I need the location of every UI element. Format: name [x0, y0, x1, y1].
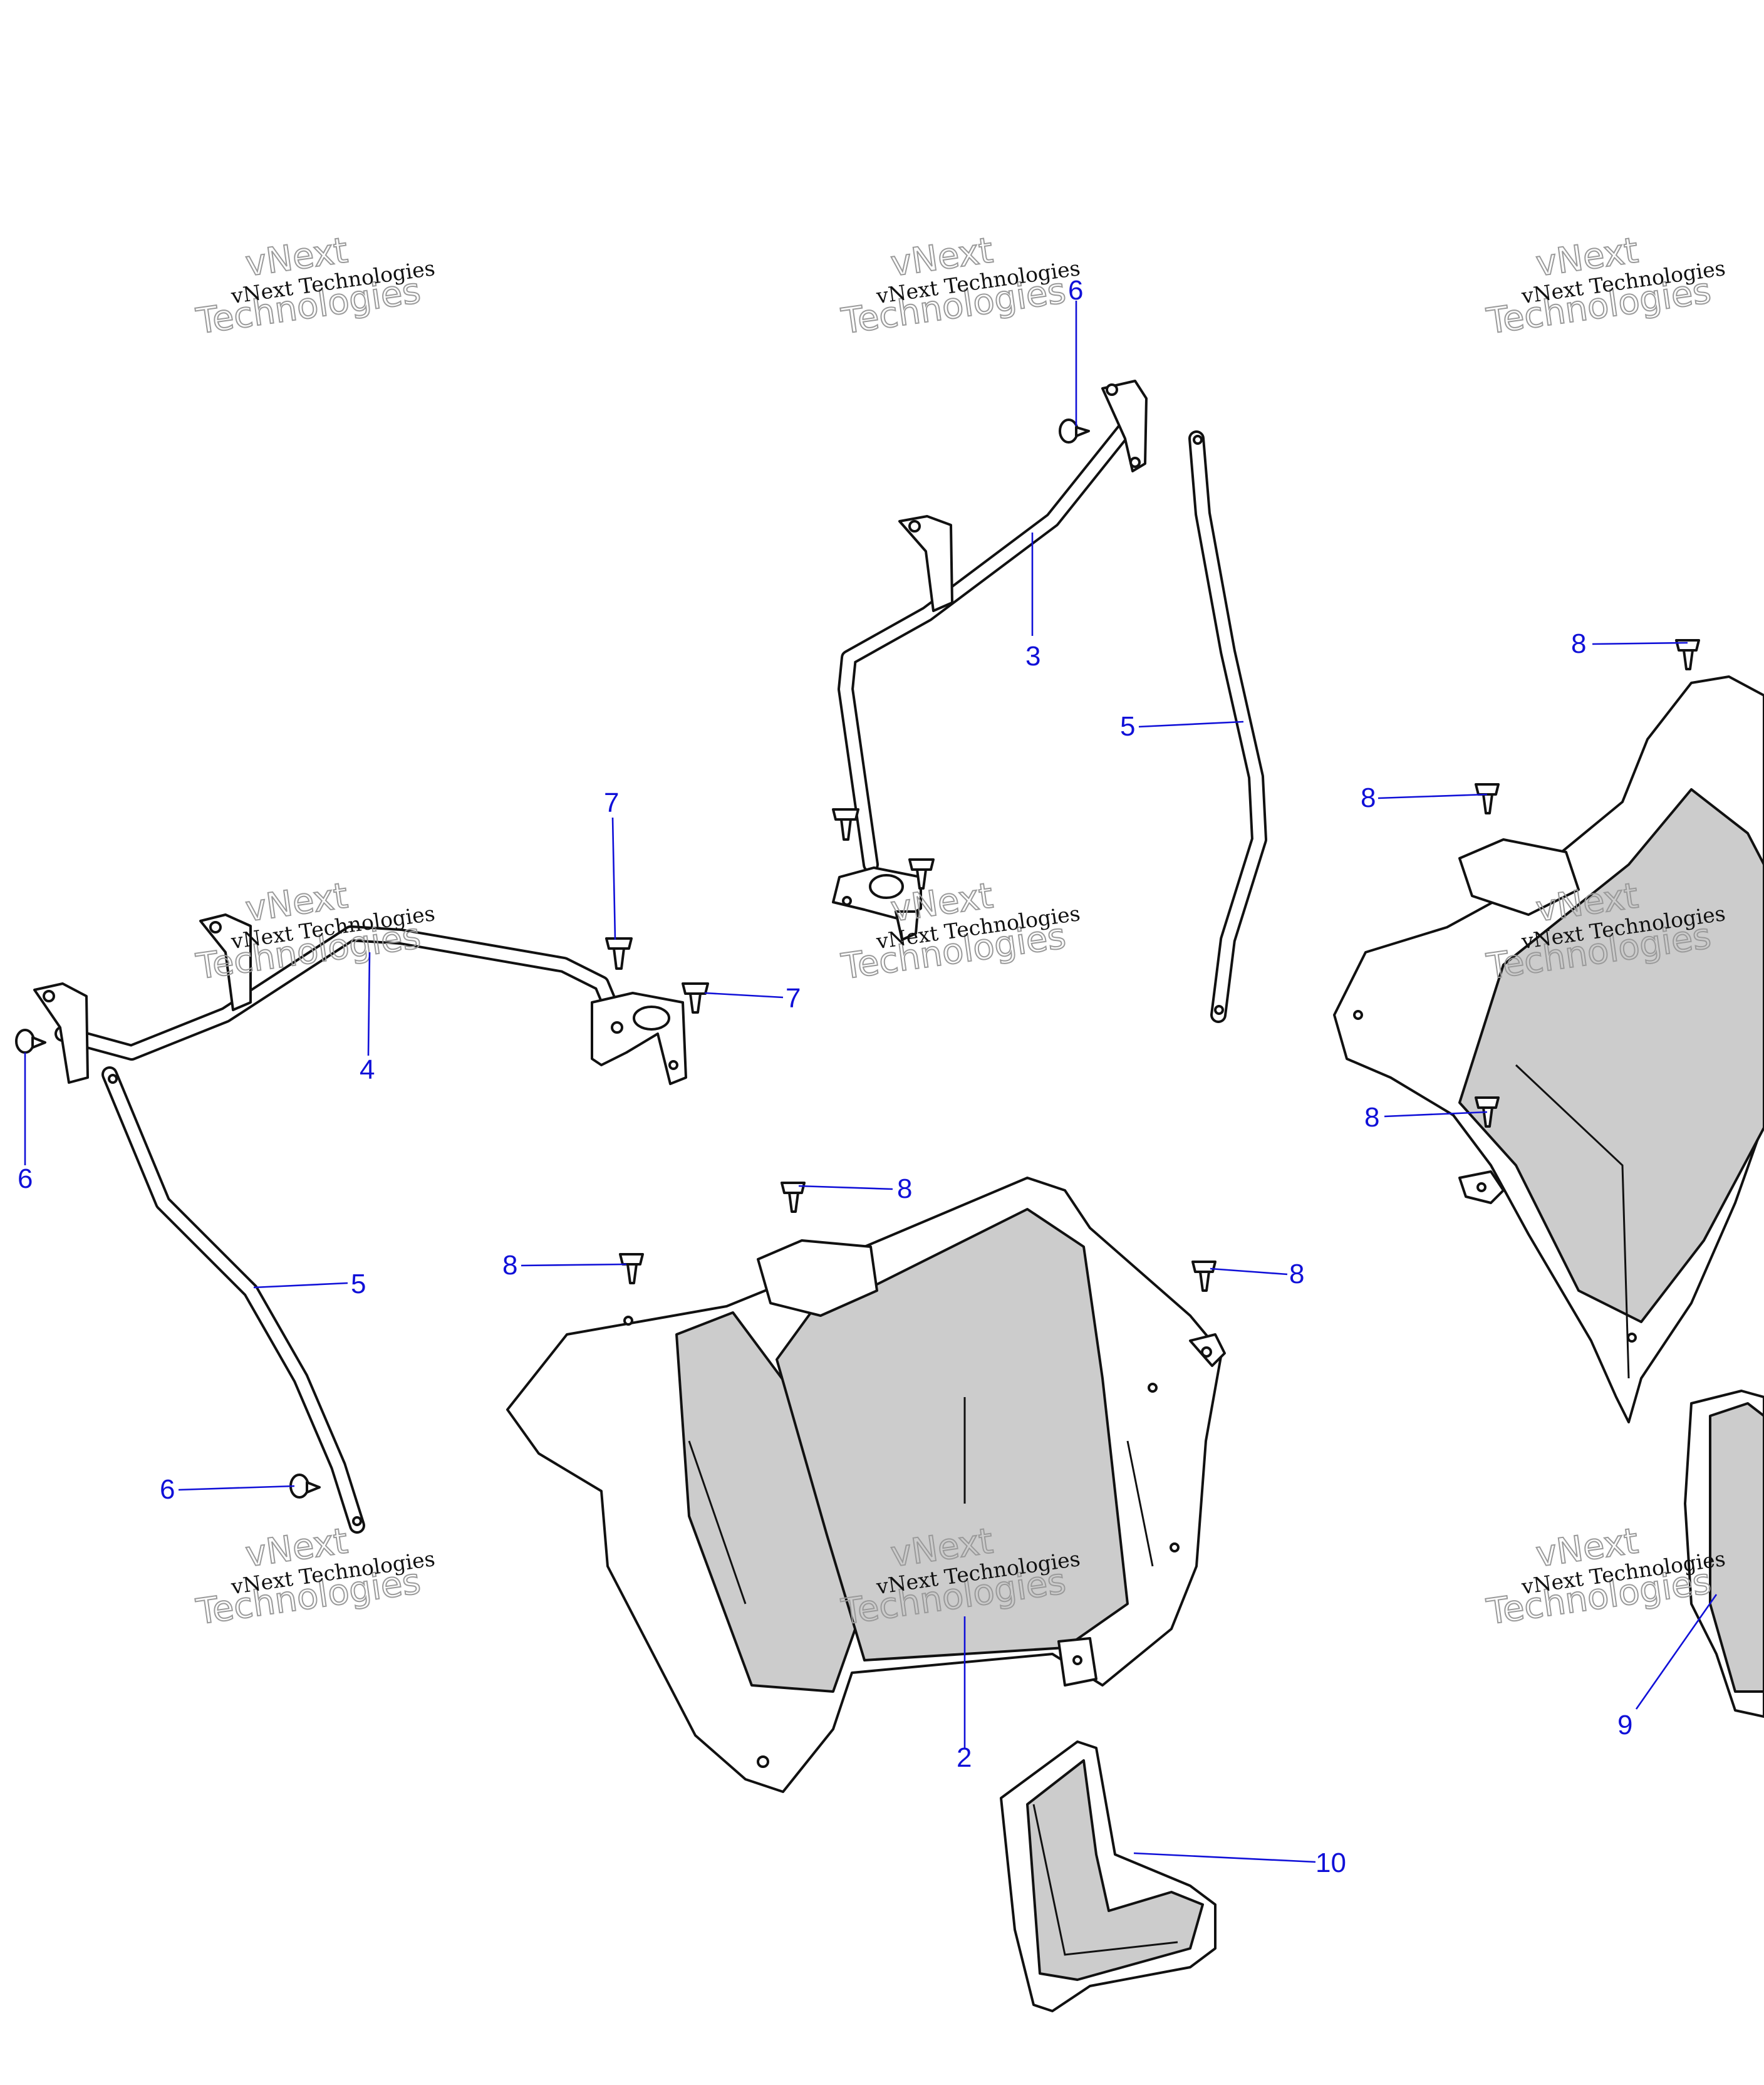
watermark-7: vNext Technologies vNext Technologies — [193, 1520, 437, 1633]
leader-10 — [1133, 1852, 1316, 1863]
leader-8-e — [1377, 793, 1488, 799]
leader-7-right — [704, 992, 784, 999]
leader-9 — [1635, 1594, 1718, 1710]
callout-4: 4 — [360, 1054, 375, 1085]
callout-3: 3 — [1025, 641, 1040, 672]
leader-8-a — [521, 1263, 627, 1267]
fastener-8-d — [1675, 639, 1700, 670]
clip-part6-bottom — [289, 1474, 321, 1499]
watermark-6: vNext Technologies vNext Technologies — [1483, 875, 1727, 988]
callout-6-left: 6 — [18, 1163, 33, 1194]
watermark-3: vNext Technologies vNext Technologies — [1483, 229, 1727, 343]
fastener-8-e — [1475, 783, 1500, 814]
callout-8-e: 8 — [1361, 783, 1376, 813]
callout-8-b: 8 — [897, 1173, 912, 1204]
part-5-strap-left — [101, 1066, 365, 1534]
callout-8-c: 8 — [1289, 1259, 1304, 1289]
part-10-guard — [1000, 1740, 1217, 2012]
callout-7-right: 7 — [786, 983, 801, 1014]
part-4-bracket — [33, 913, 687, 1085]
callout-5-left: 5 — [351, 1269, 366, 1299]
leader-5-right — [1138, 720, 1244, 728]
watermark-1: vNext Technologies vNext Technologies — [193, 229, 437, 343]
callout-2: 2 — [957, 1742, 972, 1773]
part-9-guard — [1684, 1390, 1764, 1718]
watermark-2: vNext Technologies vNext Technologies — [838, 229, 1082, 343]
callout-6-top: 6 — [1068, 275, 1083, 306]
leader-5-left — [253, 1282, 348, 1289]
callout-5-right: 5 — [1120, 711, 1135, 742]
fastener-7-right — [682, 982, 709, 1014]
leader-lines — [24, 301, 1718, 1863]
leader-8-d — [1592, 642, 1688, 645]
callout-8-d: 8 — [1571, 628, 1586, 659]
callout-8-a: 8 — [502, 1250, 517, 1281]
part-5-strap-right — [1188, 430, 1267, 1023]
fastener-8-c — [1191, 1261, 1217, 1292]
callout-9: 9 — [1617, 1710, 1632, 1740]
leader-6-bottom — [178, 1485, 295, 1491]
leader-7-top — [611, 817, 616, 940]
callout-7-top: 7 — [604, 788, 619, 818]
callout-labels: 6 3 5 7 7 4 6 5 6 8 8 8 2 10 8 8 8 9 — [18, 275, 1632, 1878]
right-assembly-panel — [1333, 675, 1764, 1423]
callout-8-f: 8 — [1364, 1102, 1379, 1133]
clip-part6-top — [1059, 419, 1090, 444]
leader-8-f — [1384, 1111, 1488, 1118]
leader-8-b — [798, 1185, 893, 1190]
fastener-8-b — [781, 1182, 806, 1213]
fastener-part3-left — [832, 808, 859, 841]
part-3-bracket — [832, 380, 1148, 941]
fastener-8-a — [619, 1253, 644, 1284]
part-2-panel — [506, 1177, 1226, 1793]
fastener-7-top — [605, 937, 633, 970]
fastener-part3-right — [908, 858, 935, 890]
leader-4 — [367, 952, 371, 1056]
leader-8-c — [1210, 1267, 1288, 1276]
callout-10: 10 — [1315, 1848, 1346, 1878]
callout-6-bottom: 6 — [160, 1474, 175, 1505]
clip-part6-left — [15, 1029, 46, 1054]
